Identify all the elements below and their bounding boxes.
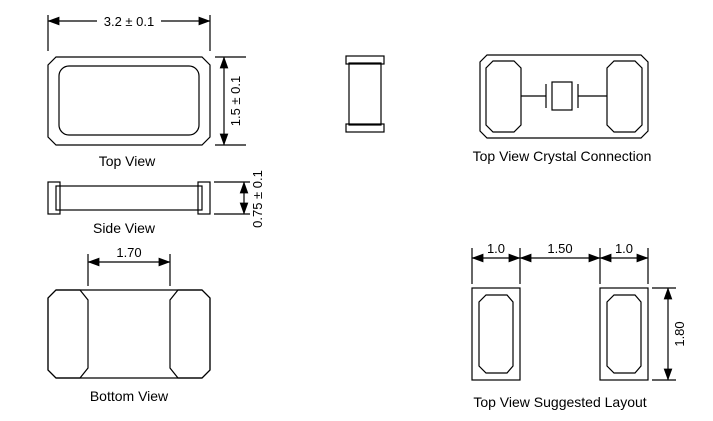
- crystal-connection-right-pad: [606, 60, 643, 133]
- bottom-view-right-pad: [169, 289, 211, 379]
- end-view-body: [348, 62, 382, 126]
- end-view-bottom-cap: [345, 123, 385, 133]
- bottom-view-left-pad: [47, 289, 89, 379]
- layout-right-pad-dim-text: 1.0: [615, 241, 633, 256]
- crystal-connection-outline: [479, 54, 649, 139]
- layout-left-pad-outer: [471, 287, 521, 381]
- side-view-body: [55, 185, 203, 211]
- end-view: [345, 55, 385, 133]
- top-view-body-outline: [47, 56, 211, 146]
- layout-right-pad-inner: [606, 294, 642, 374]
- layout-right-pad-outer: [599, 287, 649, 381]
- side-view-right-pad: [197, 181, 211, 215]
- side-view-label: Side View: [93, 220, 156, 236]
- layout-height-dim-text: 1.80: [672, 321, 687, 346]
- side-view: 0.75 ± 0.1 Side View: [47, 170, 265, 236]
- end-view-top-cap: [345, 55, 385, 65]
- layout-gap-dim-text: 1.50: [547, 241, 572, 256]
- top-view-height-dim-text: 1.5 ± 0.1: [228, 76, 243, 127]
- crystal-connection-label: Top View Crystal Connection: [473, 148, 652, 164]
- bottom-view-pad-spacing-dim-text: 1.70: [116, 245, 141, 260]
- crystal-connection-view: Top View Crystal Connection: [473, 54, 652, 164]
- side-view-thickness-dim-text: 0.75 ± 0.1: [250, 170, 265, 228]
- bottom-view: 1.70 Bottom View: [47, 245, 211, 404]
- layout-left-pad-dim-text: 1.0: [487, 241, 505, 256]
- top-view-width-dim-text: 3.2 ± 0.1: [104, 14, 155, 29]
- suggested-layout-view: 1.0 1.50 1.0 1.80 Top View Suggested Lay…: [471, 241, 687, 410]
- bottom-view-label: Bottom View: [90, 388, 169, 404]
- suggested-layout-label: Top View Suggested Layout: [473, 394, 646, 410]
- top-view-lid-outline: [58, 65, 200, 136]
- crystal-connection-left-pad: [485, 60, 522, 133]
- layout-left-pad-inner: [478, 294, 514, 374]
- crystal-body: [551, 81, 573, 111]
- top-view-label: Top View: [99, 153, 156, 169]
- side-view-left-pad: [47, 181, 61, 215]
- top-view: 3.2 ± 0.1 1.5 ± 0.1 Top View: [47, 14, 246, 169]
